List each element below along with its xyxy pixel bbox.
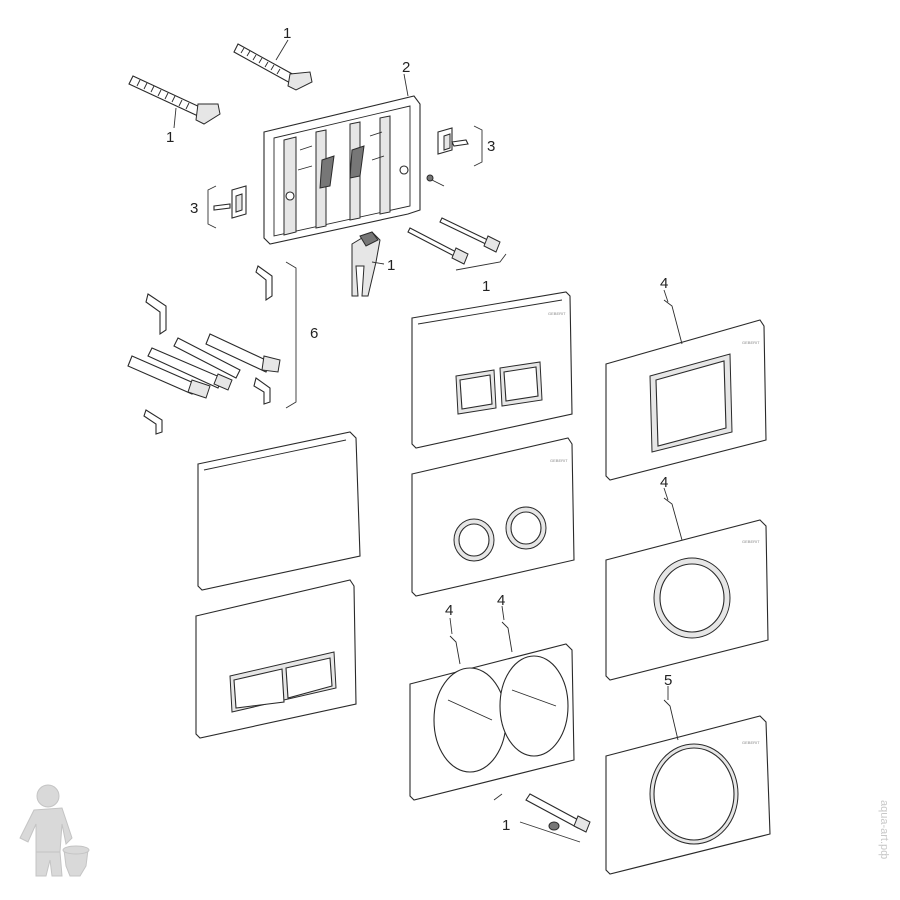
callout-3: 3: [487, 138, 495, 155]
callout-labels: 1 1 2 3 3 1 1 6 4 4 4 4 5 1: [166, 25, 672, 834]
panel-logo: GEBERIT: [742, 740, 760, 745]
long-bolt-upper: [439, 217, 501, 253]
bracket-right-leader: [473, 125, 483, 167]
flush-plate-single-round: GEBERIT: [605, 519, 769, 681]
panel-logo: GEBERIT: [742, 539, 760, 544]
connector-rod-4d: [501, 621, 513, 653]
bracket-right: [426, 127, 469, 187]
connector-rod-5: [663, 699, 679, 741]
watermark: aqua-art.рф: [878, 800, 890, 860]
actuator-lever: [351, 231, 381, 297]
flush-plate-dual-square: GEBERIT: [411, 291, 573, 449]
mounting-kit: [127, 265, 281, 435]
callout-4: 4: [445, 602, 453, 619]
flush-plate-large-round: GEBERIT: [605, 715, 771, 875]
long-bolt-leader: [455, 253, 507, 271]
callout-1: 1: [283, 25, 291, 42]
threaded-rod-left: [128, 75, 221, 125]
callout-5: 5: [664, 672, 672, 689]
threaded-rod-top: [233, 43, 313, 91]
flush-plate-dual-round: GEBERIT: [411, 437, 575, 597]
connector-rod-4a: [663, 299, 683, 345]
plumber-mascot: [6, 780, 98, 892]
callout-4: 4: [660, 474, 668, 491]
connector-rod-4c: [449, 635, 461, 665]
long-bolt-lower: [407, 227, 469, 265]
flush-plate-blank: [197, 431, 361, 591]
callout-1: 1: [387, 257, 395, 274]
connector-rod-4b: [663, 497, 683, 541]
callout-1: 1: [502, 817, 510, 834]
callout-4: 4: [660, 275, 668, 292]
callout-4: 4: [497, 592, 505, 609]
panel-logo: GEBERIT: [550, 458, 568, 463]
bottom-bolt: [525, 793, 591, 833]
callout-1: 1: [166, 129, 174, 146]
mounting-frame: [263, 95, 421, 245]
panel-logo: GEBERIT: [548, 311, 566, 316]
callout-2: 2: [402, 59, 410, 76]
callout-3: 3: [190, 200, 198, 217]
bracket-left-leader: [207, 185, 217, 229]
callout-6: 6: [310, 325, 318, 342]
bottom-bolt-leader: [493, 793, 581, 843]
callout-leaders: [173, 39, 669, 700]
mounting-kit-leader: [285, 261, 297, 409]
flush-plate-single-square: GEBERIT: [605, 319, 767, 481]
bracket-left: [213, 185, 247, 219]
flush-plate-dual-rect: [195, 579, 357, 739]
flush-plate-dual-oval: [409, 643, 575, 801]
callout-1: 1: [482, 278, 490, 295]
panel-logo: GEBERIT: [742, 340, 760, 345]
